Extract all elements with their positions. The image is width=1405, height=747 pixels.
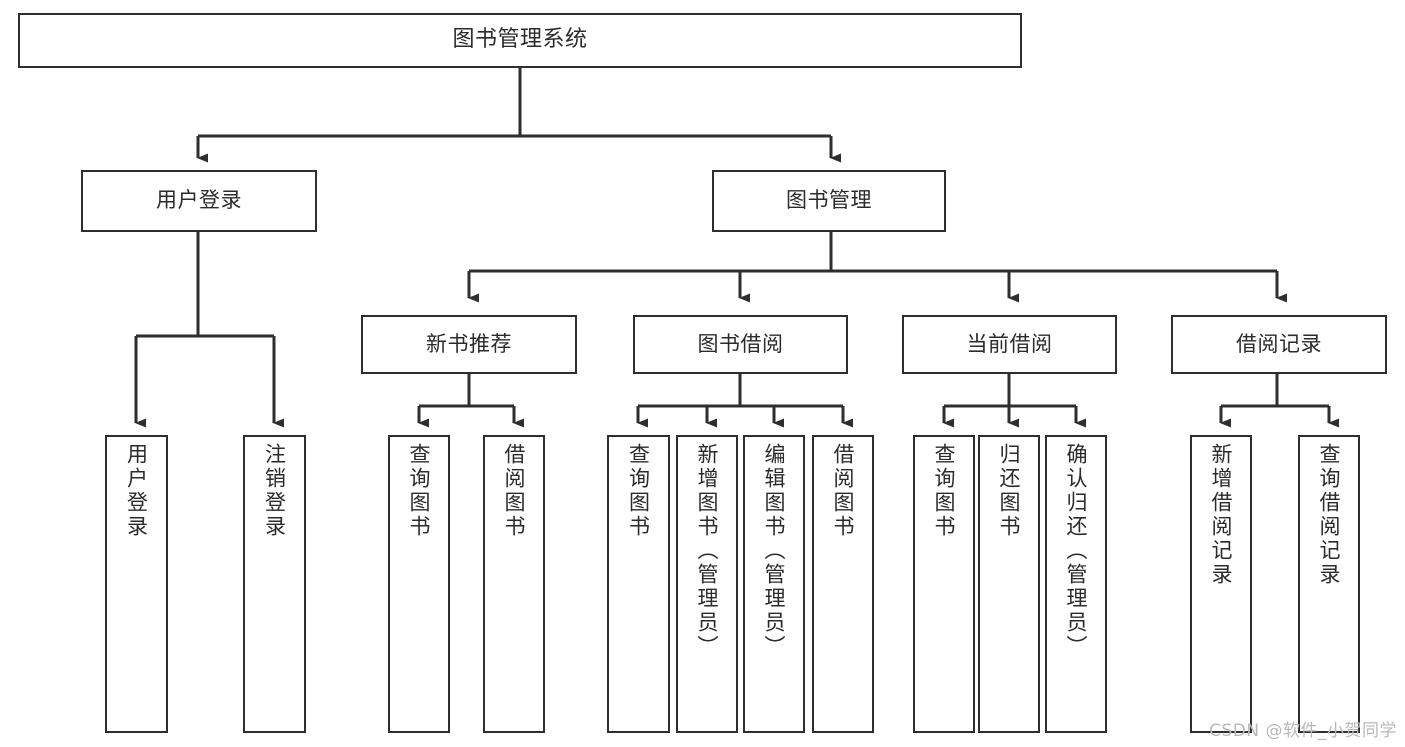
leaf-new-book-query[interactable]: 查询图书: [388, 435, 450, 733]
leaf-book-borrow-query[interactable]: 查询图书: [607, 435, 670, 733]
node-label: 借阅图书: [502, 443, 527, 539]
node-book-management[interactable]: 图书管理: [712, 170, 946, 232]
node-label: 当前借阅: [966, 331, 1053, 356]
leaf-borrow-records-add[interactable]: 新增借阅记录: [1190, 435, 1252, 733]
node-label: 确认归还（管理员）: [1064, 443, 1089, 659]
node-user-login[interactable]: 用户登录: [81, 170, 317, 232]
node-borrow-records[interactable]: 借阅记录: [1171, 315, 1387, 374]
leaf-user-login-signout[interactable]: 注销登录: [243, 435, 306, 733]
node-label: 新增借阅记录: [1209, 443, 1234, 587]
node-label: 归还图书: [997, 443, 1022, 539]
node-book-borrow[interactable]: 图书借阅: [633, 315, 848, 374]
leaf-borrow-records-query[interactable]: 查询借阅记录: [1298, 435, 1360, 733]
node-root-book-management-system[interactable]: 图书管理系统: [18, 13, 1022, 68]
node-label: 图书借阅: [697, 331, 784, 356]
node-label: 图书管理系统: [452, 27, 588, 53]
leaf-book-borrow-edit[interactable]: 编辑图书（管理员）: [743, 435, 805, 733]
leaf-book-borrow-add[interactable]: 新增图书（管理员）: [676, 435, 738, 733]
node-label: 图书管理: [786, 188, 872, 213]
node-label: 借阅图书: [831, 443, 856, 539]
leaf-new-book-borrow[interactable]: 借阅图书: [483, 435, 545, 733]
leaf-current-borrow-query[interactable]: 查询图书: [913, 435, 975, 733]
node-label: 新书推荐: [426, 331, 512, 356]
node-label: 查询图书: [407, 443, 432, 539]
node-label: 编辑图书（管理员）: [762, 443, 787, 659]
node-new-book-recommend[interactable]: 新书推荐: [361, 315, 577, 374]
csdn-watermark: CSDN @软件_小贺同学: [1209, 721, 1397, 741]
leaf-current-borrow-return[interactable]: 归还图书: [978, 435, 1040, 733]
node-label: 查询借阅记录: [1317, 443, 1342, 587]
leaf-user-login-signin[interactable]: 用户登录: [105, 435, 168, 733]
node-label: 注销登录: [262, 443, 287, 539]
node-label: 查询图书: [932, 443, 957, 539]
node-label: 查询图书: [626, 443, 651, 539]
node-label: 新增图书（管理员）: [695, 443, 720, 659]
node-label: 用户登录: [156, 188, 242, 213]
node-label: 用户登录: [124, 443, 149, 539]
node-current-borrow[interactable]: 当前借阅: [902, 315, 1117, 374]
leaf-current-borrow-confirm-return[interactable]: 确认归还（管理员）: [1045, 435, 1107, 733]
leaf-book-borrow-lend[interactable]: 借阅图书: [812, 435, 874, 733]
node-label: 借阅记录: [1236, 331, 1322, 356]
